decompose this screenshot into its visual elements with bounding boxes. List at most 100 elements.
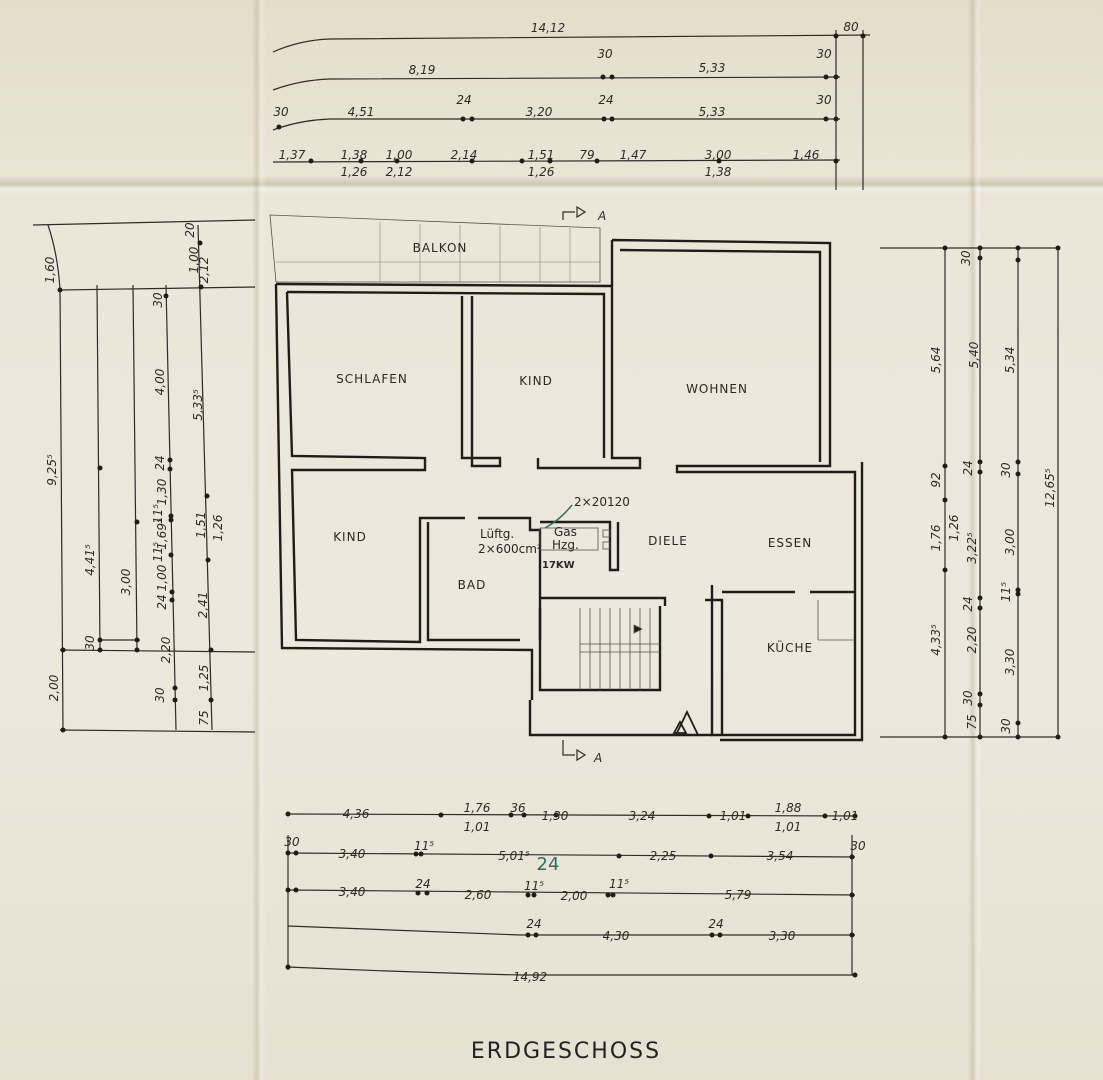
dim-label: 2,20 [965,626,979,653]
room-label-balkon: BALKON [413,241,468,255]
dim-label: 11⁵ [151,504,165,524]
dim-label: 24 [598,93,613,107]
dim-label: 30 [816,47,832,61]
dim-label: 24 [153,455,167,470]
left-dimension-chain: 1,60 9,25⁵ 2,00 4,41⁵ 30 3,00 30 4,00 24… [32,219,256,733]
dim-label: 14,92 [513,970,547,984]
dim-label: 5,33 [699,105,726,119]
room-labels: BALKON SCHLAFEN KIND WOHNEN KIND BAD DIE… [333,241,812,1064]
dim-label: 30 [959,250,973,266]
dim-label: 1,01 [720,809,747,823]
dim-label: 4,51 [348,105,375,119]
section-label-bottom: A [593,751,602,765]
dim-label: 24 [415,877,430,891]
dim-label: 4,33⁵ [929,624,943,656]
dim-label: 30 [284,835,300,849]
paper-fold-horizontal [0,176,1103,194]
dim-label: 8,19 [409,63,436,77]
section-marker-top [562,211,575,220]
dim-label: 4,00 [153,368,167,395]
dim-label: 24 [961,460,975,475]
dim-label: 11⁵ [414,839,434,853]
dim-label: 1,00 [187,246,201,273]
dim-label: 1,26 [528,165,555,179]
dim-label: 1,76 [929,524,943,551]
top-dimension-chain: 14,12 80 8,19 30 5,33 30 30 4,51 24 3,20… [272,20,871,190]
dim-label: 24 [456,93,471,107]
section-label-top: A [597,209,606,223]
dim-label: 30 [83,635,97,651]
dim-label: 1,01 [464,820,491,834]
dim-label: 30 [999,462,1013,478]
dim-label: 2,14 [451,148,478,162]
dim-label: 1,01 [832,809,859,823]
section-marker-bottom [562,740,575,756]
dim-label: 30 [961,690,975,706]
heating-label: Gas [554,525,577,539]
dim-label: 3,00 [119,568,133,595]
dim-label: 1,51 [528,148,555,162]
dim-label: 80 [843,20,859,34]
dim-label: 3,40 [339,847,366,861]
dim-label: 1,60 [43,256,57,283]
dim-label: 2,25 [650,849,677,863]
dim-label: 1,00 [386,148,413,162]
paper-fold-vertical [252,0,266,1080]
dim-label: 1,01 [775,820,802,834]
room-label-kind-2: KIND [333,530,367,544]
dim-label: 30 [816,93,832,107]
dim-label: 11⁵ [609,877,629,891]
dim-label: 3,22⁵ [965,532,979,564]
dim-label: 24 [526,917,541,931]
dim-label: 3,20 [526,105,553,119]
dim-label: 24 [708,917,723,931]
dim-label: 3,24 [629,809,656,823]
dim-label: 2,20 [159,636,173,663]
handwritten-arrow [544,504,573,529]
dim-label: 24 [155,594,169,609]
dim-label: 1,76 [464,801,491,815]
dim-label: 3,30 [1003,648,1017,675]
dim-label: 30 [999,718,1013,734]
heating-label-2: Hzg. [552,538,579,552]
room-label-kind: KIND [519,374,553,388]
room-label-essen: ESSEN [768,536,812,550]
dim-label: 1,51 [194,512,208,539]
dim-label: 11⁵ [524,879,544,893]
vent-size: 2×600cm² [478,542,542,556]
dim-label: 1,30 [542,809,569,823]
right-dimension-chain: 5,64 92 1,76 4,33⁵ 30 5,40 24 1,26 3,22⁵… [880,245,1061,740]
dim-label: 3,30 [769,929,796,943]
dim-label: 1,37 [279,148,306,162]
floor-plan-walls: A A [269,205,864,765]
dim-label: 5,33 [699,61,726,75]
dim-top-total: 14,12 [531,21,565,35]
dim-label: 5,64 [929,347,943,374]
dim-label: 1,69⁵ [155,518,169,550]
dim-label: 4,41⁵ [83,544,97,576]
dim-label: 79 [579,148,594,162]
dim-label: 5,79 [725,888,752,902]
paper-fold-vertical [968,0,982,1080]
dim-label: 75 [965,714,979,729]
dim-label: 1,30 [155,478,169,505]
dim-label: 92 [929,472,943,487]
dim-label: 30 [273,105,289,119]
dim-label: 30 [153,687,167,703]
dim-label: 1,38 [341,148,368,162]
dim-label: 1,25 [197,665,211,692]
dim-label: 12,65⁵ [1043,468,1057,507]
room-label-bad: BAD [458,578,487,592]
entrance-triangle-icon [672,720,688,734]
dim-label: 2,12 [197,257,211,284]
dim-label: 9,25⁵ [45,454,59,486]
dim-label: 3,00 [1003,528,1017,555]
vent-label: Lüftg. [480,527,514,541]
dim-label: 11⁵ [999,582,1013,602]
dim-label: 2,60 [465,888,492,902]
handwritten-note: 2×20120 [574,495,630,509]
dim-label: 5,33⁵ [191,389,205,421]
dim-label: 1,38 [705,165,732,179]
dim-label: 36 [510,801,526,815]
